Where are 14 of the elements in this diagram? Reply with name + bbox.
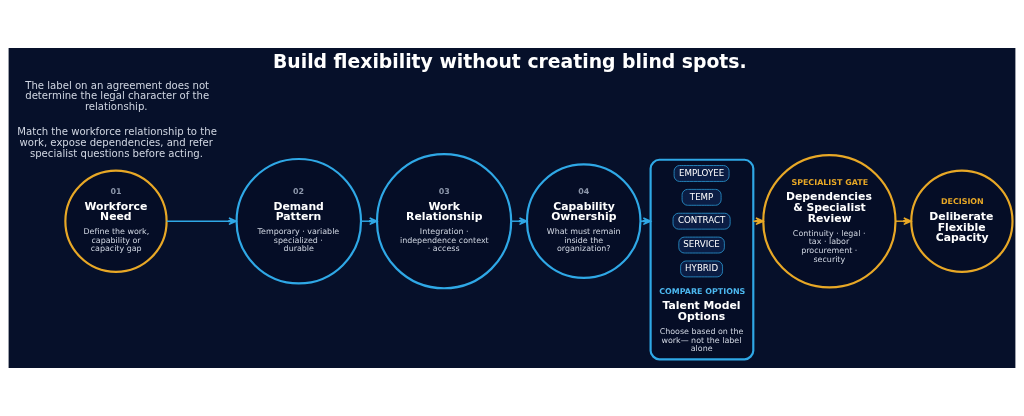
node-box: EMPLOYEE [673,165,730,182]
node-box: TEMP [681,189,722,206]
diagram-title: Build flexibility without creating blind spots. [273,51,747,73]
arrow [360,217,378,226]
arrow [510,217,528,226]
label: Match the workforce relationship to the work, expose dependencies, and refer specialist questions before acting. [17,125,217,159]
arrow [752,217,764,226]
node-box: HYBRID [680,260,723,278]
node-box: SERVICE [678,236,725,254]
arrow [166,217,237,226]
arrow [639,217,652,226]
node-box: CONTRACT [672,212,731,230]
arrow [894,217,912,226]
label: The label on an agreement does not determine the legal character of the relationship. [25,79,210,113]
